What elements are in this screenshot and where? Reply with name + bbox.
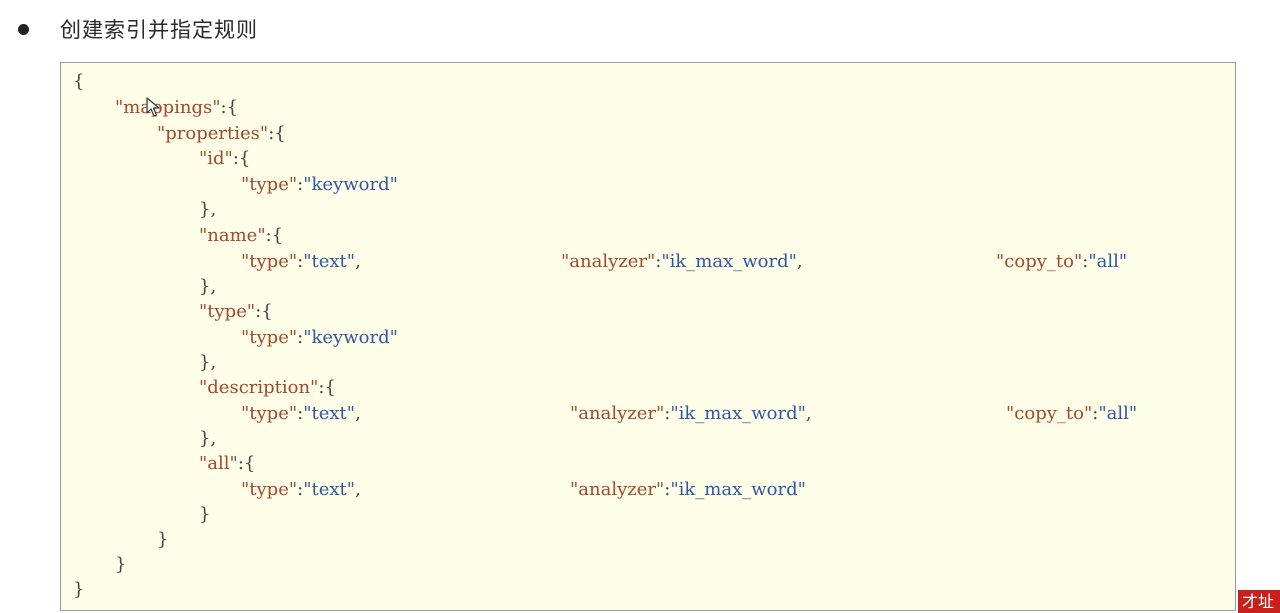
json-punctuation: :{ [220, 97, 239, 118]
json-punctuation: }, [199, 428, 217, 449]
json-punctuation: : [1082, 251, 1089, 272]
json-punctuation: } [199, 504, 211, 525]
code-block: {"mappings":{"properties":{"id":{"type":… [60, 62, 1236, 611]
json-string-value: "ik_max_word" [670, 403, 806, 424]
json-punctuation: : [1092, 403, 1099, 424]
json-punctuation: : [297, 479, 304, 500]
json-key: "type" [241, 479, 298, 500]
json-string-value: "ik_max_word" [661, 251, 797, 272]
json-key: "type" [241, 403, 298, 424]
json-key: "type" [199, 301, 256, 322]
code-line: "type":"text","analyzer":"ik_max_word" [241, 478, 806, 502]
json-punctuation: : [297, 403, 304, 424]
json-key: "analyzer" [561, 251, 656, 272]
code-segment-group: "analyzer":"ik_max_word", [561, 250, 803, 274]
bullet-dot [18, 23, 29, 35]
json-string-value: "text" [303, 251, 356, 272]
code-line: } [73, 578, 84, 602]
json-punctuation: } [157, 529, 169, 550]
json-punctuation: , [355, 403, 361, 424]
mouse-pointer-icon [146, 97, 160, 117]
json-punctuation: , [355, 479, 361, 500]
json-punctuation: { [73, 71, 85, 92]
code-line: "type":"text","analyzer":"ik_max_word","… [241, 250, 1127, 274]
json-punctuation: : [655, 251, 662, 272]
code-segment-group: "copy_to":"all" [996, 250, 1127, 274]
json-string-value: "keyword" [303, 327, 398, 348]
code-line: "name":{ [199, 224, 283, 248]
json-string-value: "ik_max_word" [670, 479, 806, 500]
code-segment-group: "analyzer":"ik_max_word" [570, 478, 806, 502]
json-punctuation: : [664, 403, 671, 424]
json-punctuation: :{ [318, 377, 336, 398]
json-punctuation: : [297, 174, 304, 195]
json-key: "analyzer" [570, 479, 665, 500]
json-key: "type" [241, 251, 298, 272]
json-key: "all" [199, 453, 238, 474]
json-punctuation: :{ [237, 453, 256, 474]
json-punctuation: , [355, 251, 361, 272]
json-key: "name" [199, 225, 266, 246]
json-punctuation: :{ [265, 225, 284, 246]
code-line: } [199, 503, 210, 527]
json-string-value: "all" [1088, 251, 1128, 272]
corner-watermark-badge: 才址 [1238, 590, 1280, 613]
json-string-value: "keyword" [303, 174, 398, 195]
json-punctuation: :{ [255, 301, 273, 322]
code-line: } [157, 528, 168, 552]
json-punctuation: } [73, 579, 85, 600]
json-string-value: "all" [1098, 403, 1138, 424]
code-line: } [115, 553, 126, 577]
json-punctuation: :{ [232, 148, 251, 169]
json-punctuation: :{ [268, 123, 286, 144]
json-punctuation: : [664, 479, 671, 500]
json-key: "properties" [157, 123, 269, 144]
code-line: }, [199, 275, 216, 299]
code-line: "type":{ [199, 300, 273, 324]
code-line: "type":"text","analyzer":"ik_max_word","… [241, 402, 1137, 426]
json-key: "id" [199, 148, 233, 169]
code-line: }, [199, 198, 216, 222]
json-punctuation: }, [199, 276, 217, 297]
json-key: "type" [241, 174, 298, 195]
json-punctuation: }, [199, 352, 217, 373]
json-key: "analyzer" [570, 403, 665, 424]
code-line: "id":{ [199, 147, 250, 171]
code-line: "all":{ [199, 452, 255, 476]
json-punctuation: : [297, 251, 304, 272]
json-punctuation: : [297, 327, 304, 348]
json-punctuation: } [115, 554, 127, 575]
section-heading: 创建索引并指定规则 [60, 18, 258, 42]
json-key: "copy_to" [1006, 403, 1093, 424]
code-line: "type":"keyword" [241, 326, 398, 350]
code-line: }, [199, 351, 216, 375]
json-punctuation: }, [199, 199, 217, 220]
code-line: "type":"keyword" [241, 173, 398, 197]
json-key: "mappings" [115, 97, 221, 118]
json-string-value: "text" [303, 479, 356, 500]
code-segment-group: "copy_to":"all" [1006, 402, 1137, 426]
code-line: }, [199, 427, 216, 451]
code-line: "properties":{ [157, 122, 286, 146]
code-line: "description":{ [199, 376, 336, 400]
code-segment-group: "analyzer":"ik_max_word", [570, 402, 812, 426]
json-string-value: "text" [303, 403, 356, 424]
code-line: { [73, 70, 84, 94]
bullet-item: 创建索引并指定规则 [18, 10, 258, 48]
json-punctuation: , [796, 251, 803, 272]
code-line: "mappings":{ [115, 96, 238, 120]
json-key: "type" [241, 327, 298, 348]
json-punctuation: , [805, 403, 812, 424]
json-key: "description" [199, 377, 319, 398]
json-key: "copy_to" [996, 251, 1083, 272]
